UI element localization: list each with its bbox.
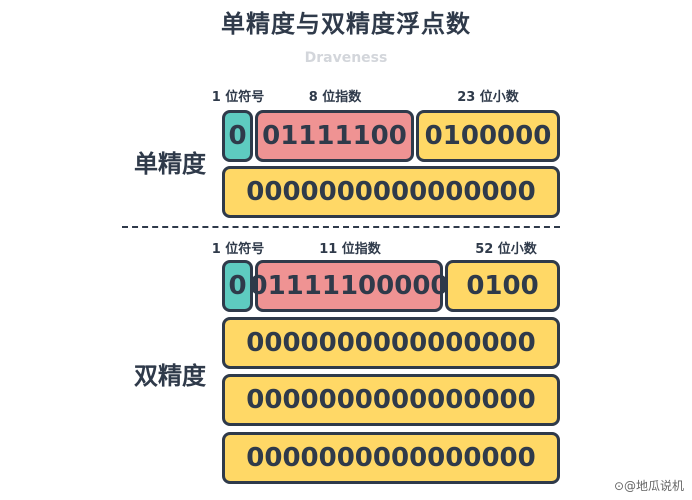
single-mantissa-row: 0000000000000000 bbox=[222, 166, 560, 218]
double-precision-label: 双精度 bbox=[134, 362, 206, 390]
double-mantissa-box: 0100 bbox=[445, 260, 560, 312]
watermark: ⊙@地瓜说机 bbox=[613, 479, 684, 493]
double-sign-box: 0 bbox=[222, 260, 253, 312]
single-mantissa-header: 23 位小数 bbox=[457, 90, 519, 105]
double-mantissa-row: 0000000000000000 bbox=[222, 374, 560, 426]
double-exponent-header: 11 位指数 bbox=[319, 242, 381, 257]
double-mantissa-row: 0000000000000000 bbox=[222, 432, 560, 484]
diagram-title: 单精度与双精度浮点数 bbox=[221, 10, 471, 38]
single-precision-label: 单精度 bbox=[134, 150, 206, 178]
double-exponent-box: 01111100000 bbox=[250, 260, 449, 312]
single-exponent-header: 8 位指数 bbox=[308, 90, 362, 105]
section-divider bbox=[122, 226, 560, 228]
diagram-subtitle: Draveness bbox=[304, 50, 388, 66]
single-exponent-box: 01111100 bbox=[255, 110, 414, 162]
double-mantissa-row: 0000000000000000 bbox=[222, 317, 560, 369]
single-sign-header: 1 位符号 bbox=[211, 90, 265, 105]
double-sign-header: 1 位符号 bbox=[211, 242, 265, 257]
double-mantissa-header: 52 位小数 bbox=[475, 242, 537, 257]
single-mantissa-box: 0100000 bbox=[416, 110, 560, 162]
single-sign-box: 0 bbox=[222, 110, 253, 162]
